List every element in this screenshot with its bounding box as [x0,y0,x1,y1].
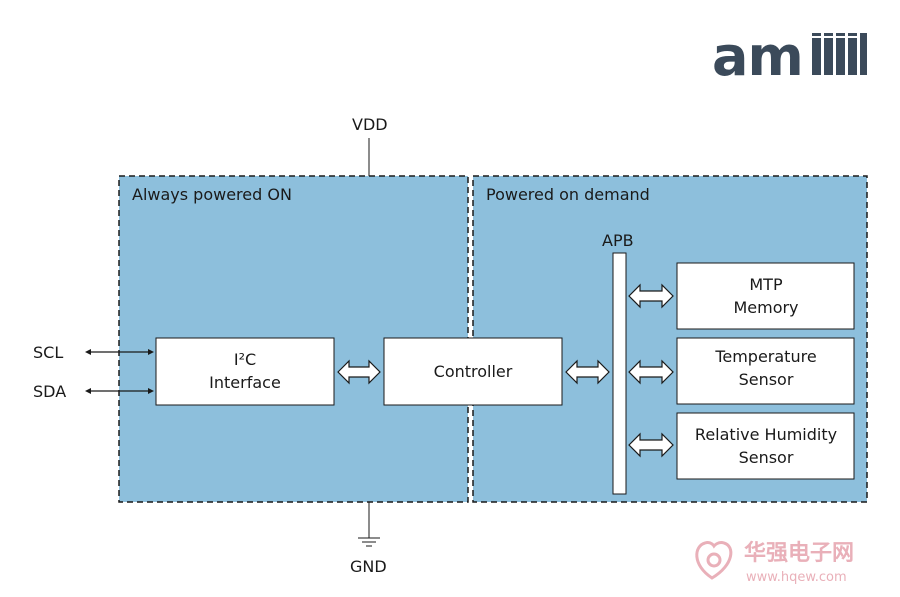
sda-label: SDA [33,382,66,401]
watermark: 华强电子网 www.hqew.com [695,540,854,585]
watermark-url: www.hqew.com [746,570,847,585]
controller-block [383,337,563,406]
memory-label: Memory [733,298,798,317]
watermark-cn: 华强电子网 [744,540,854,566]
watermark-heart-icon [695,541,733,580]
logo-text: am [712,25,803,88]
on-demand-label: Powered on demand [486,185,650,204]
scl-label: SCL [33,343,63,362]
i2c-label: I²C [234,350,256,369]
always-on-label: Always powered ON [132,185,292,204]
apb-bus [612,252,627,495]
i2c-interface-label: Interface [209,373,281,392]
gnd-label: GND [350,557,387,576]
vdd-label: VDD [352,115,388,134]
temperature-sensor-label: Sensor [739,370,794,389]
humidity-sensor-label: Sensor [739,448,794,467]
apb-humidity-arrow [628,432,674,458]
humidity-sensor-block [676,412,855,480]
mtp-label: MTP [749,275,783,294]
temperature-label: Temperature [714,347,816,366]
controller-apb-arrow [565,359,610,385]
mtp-memory-block [676,262,855,330]
temperature-sensor-block [676,337,855,405]
logo-mark-icon [812,33,867,75]
i2c-interface-block [155,337,335,406]
apb-label: APB [602,231,634,250]
ground-icon [358,537,380,547]
humidity-label: Relative Humidity [695,425,837,444]
i2c-controller-arrow [337,359,381,385]
apb-mtp-arrow [628,283,674,309]
ams-logo: am [712,25,867,88]
apb-temperature-arrow [628,359,674,385]
controller-label: Controller [434,362,513,381]
